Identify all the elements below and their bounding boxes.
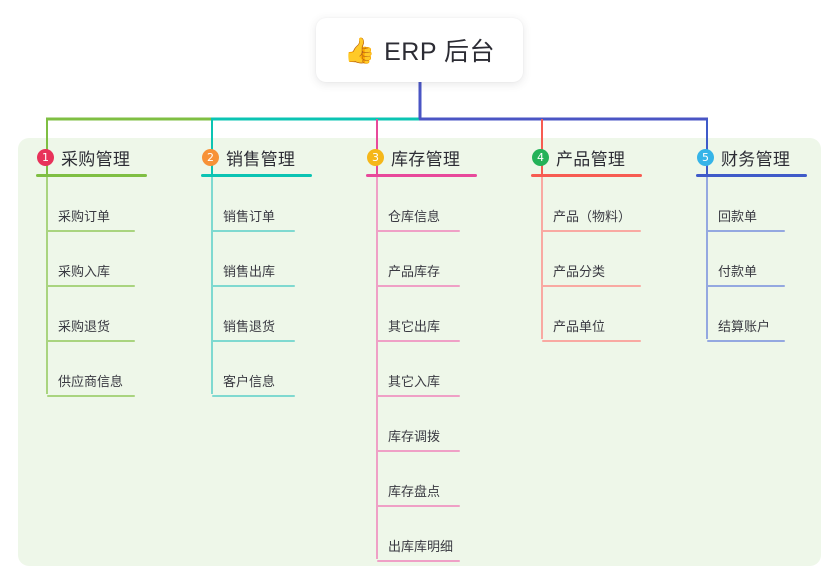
leaf-label: 供应商信息	[58, 374, 124, 389]
leaf-label: 产品分类	[553, 264, 606, 279]
leaf-node[interactable]: 销售出库	[201, 232, 312, 287]
leaf-underline	[542, 285, 641, 287]
branch-header-1[interactable]: 1 采购管理	[36, 144, 147, 170]
leaf-label: 客户信息	[223, 374, 276, 389]
leaf-underline	[47, 395, 135, 397]
leaf-label: 出库库明细	[388, 539, 454, 554]
leaf-underline	[212, 395, 295, 397]
branch-header-3[interactable]: 3 库存管理	[366, 144, 477, 170]
leaf-label: 销售出库	[223, 264, 276, 279]
leaf-node[interactable]: 出库库明细	[366, 507, 477, 562]
leaf-label: 采购订单	[58, 209, 111, 224]
leaf-list-5: 回款单付款单结算账户	[696, 177, 807, 342]
leaf-underline	[377, 340, 460, 342]
branch-column-4: 4 产品管理产品（物料） 产品分类产品单位	[531, 144, 642, 342]
leaf-node[interactable]: 结算账户	[696, 287, 807, 342]
leaf-node[interactable]: 采购入库	[36, 232, 147, 287]
leaf-label: 库存调拨	[388, 429, 441, 444]
leaf-underline	[212, 285, 295, 287]
leaf-underline	[212, 230, 295, 232]
leaf-label: 产品库存	[388, 264, 441, 279]
branch-header-2[interactable]: 2 销售管理	[201, 144, 312, 170]
leaf-label: 采购入库	[58, 264, 111, 279]
leaf-node[interactable]: 客户信息	[201, 342, 312, 397]
badge-5: 5	[697, 148, 714, 166]
branch-title-2: 销售管理	[226, 149, 296, 169]
branch-header-5[interactable]: 5 财务管理	[696, 144, 807, 170]
leaf-label: 销售订单	[223, 209, 276, 224]
leaf-node[interactable]: 产品单位	[531, 287, 642, 342]
leaf-label: 付款单	[718, 264, 758, 279]
badge-4: 4	[532, 148, 549, 166]
thumbs-up-icon: 👍	[343, 36, 376, 65]
leaf-underline	[377, 230, 460, 232]
leaf-underline	[47, 340, 135, 342]
leaf-node[interactable]: 供应商信息	[36, 342, 147, 397]
leaf-label: 产品（物料）	[553, 209, 632, 224]
branch-underline-2	[201, 174, 312, 177]
leaf-node[interactable]: 产品（物料）	[531, 177, 642, 232]
leaf-underline	[707, 285, 785, 287]
branch-title-4: 产品管理	[556, 149, 626, 169]
leaf-label: 其它出库	[388, 319, 441, 334]
branch-underline-1	[36, 174, 147, 177]
leaf-underline	[212, 340, 295, 342]
branch-header-4[interactable]: 4 产品管理	[531, 144, 642, 170]
leaf-label: 结算账户	[718, 319, 771, 334]
leaf-label: 回款单	[718, 209, 758, 224]
branch-underline-5	[696, 174, 807, 177]
leaf-underline	[377, 450, 460, 452]
leaf-underline	[707, 230, 785, 232]
leaf-list-2: 销售订单销售出库销售退货客户信息	[201, 177, 312, 397]
leaf-label: 其它入库	[388, 374, 441, 389]
leaf-underline	[377, 505, 460, 507]
leaf-node[interactable]: 销售退货	[201, 287, 312, 342]
leaf-node[interactable]: 其它入库	[366, 342, 477, 397]
leaf-label: 采购退货	[58, 319, 111, 334]
branch-column-2: 2 销售管理销售订单销售出库销售退货客户信息	[201, 144, 312, 397]
leaf-underline	[377, 285, 460, 287]
leaf-list-1: 采购订单采购入库采购退货供应商信息	[36, 177, 147, 397]
badge-3: 3	[367, 148, 384, 166]
leaf-node[interactable]: 库存调拨	[366, 397, 477, 452]
leaf-list-3: 仓库信息产品库存其它出库其它入库库存调拨库存盘点出库库明细	[366, 177, 477, 562]
branch-title-1: 采购管理	[61, 149, 131, 169]
branch-panel-background	[18, 138, 821, 566]
leaf-label: 仓库信息	[388, 209, 441, 224]
leaf-node[interactable]: 其它出库	[366, 287, 477, 342]
leaf-node[interactable]: 库存盘点	[366, 452, 477, 507]
leaf-label: 产品单位	[553, 319, 606, 334]
badge-2: 2	[202, 148, 219, 166]
branch-title-5: 财务管理	[721, 149, 791, 169]
branch-title-3: 库存管理	[391, 149, 461, 169]
leaf-underline	[542, 230, 641, 232]
branch-column-5: 5 财务管理回款单付款单结算账户	[696, 144, 807, 342]
leaf-underline	[47, 230, 135, 232]
leaf-underline	[47, 285, 135, 287]
leaf-node[interactable]: 销售订单	[201, 177, 312, 232]
leaf-node[interactable]: 产品库存	[366, 232, 477, 287]
leaf-node[interactable]: 采购订单	[36, 177, 147, 232]
leaf-underline	[377, 560, 460, 562]
branch-underline-3	[366, 174, 477, 177]
leaf-node[interactable]: 付款单	[696, 232, 807, 287]
branch-column-3: 3 库存管理仓库信息产品库存其它出库其它入库库存调拨库存盘点出库库明细	[366, 144, 477, 562]
leaf-underline	[542, 340, 641, 342]
leaf-node[interactable]: 采购退货	[36, 287, 147, 342]
branch-underline-4	[531, 174, 642, 177]
leaf-underline	[377, 395, 460, 397]
leaf-node[interactable]: 回款单	[696, 177, 807, 232]
badge-1: 1	[37, 148, 54, 166]
root-title: ERP 后台	[384, 38, 496, 66]
leaf-label: 销售退货	[223, 319, 276, 334]
leaf-list-4: 产品（物料） 产品分类产品单位	[531, 177, 642, 342]
branch-column-1: 1 采购管理采购订单采购入库采购退货供应商信息	[36, 144, 147, 397]
leaf-node[interactable]: 仓库信息	[366, 177, 477, 232]
root-node[interactable]: 👍 ERP 后台	[316, 18, 523, 82]
leaf-node[interactable]: 产品分类	[531, 232, 642, 287]
leaf-underline	[707, 340, 785, 342]
leaf-label: 库存盘点	[388, 484, 441, 499]
